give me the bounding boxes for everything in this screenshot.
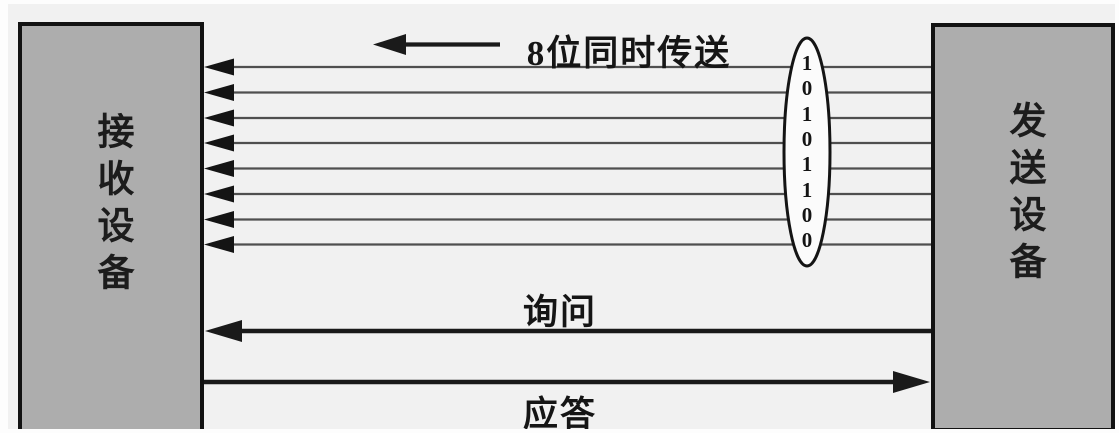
left-arrowhead-icon — [204, 109, 234, 127]
left-arrowhead-icon — [204, 84, 234, 101]
bit-digit: 1 — [801, 102, 813, 126]
right-arrowhead-icon — [893, 371, 930, 393]
bit-digit: 1 — [801, 178, 813, 202]
bits-oval — [782, 36, 832, 268]
bit-digit: 0 — [801, 203, 813, 227]
sender-box: 发送设备 — [931, 23, 1115, 429]
data-wire-arrowheads — [204, 58, 234, 253]
diagram-graphics — [204, 34, 931, 393]
receiver-box-label: 接收设备 — [91, 112, 132, 300]
left-arrowhead-icon — [204, 236, 234, 253]
bit-digit: 0 — [801, 228, 813, 252]
left-arrowhead-icon — [204, 134, 234, 152]
bit-digit: 0 — [801, 127, 813, 151]
receiver-box: 接收设备 — [18, 22, 204, 429]
parallel-transfer-arrow — [373, 34, 500, 55]
data-wires — [230, 65, 931, 246]
left-arrowhead-icon — [204, 185, 234, 203]
bit-digit: 0 — [801, 76, 813, 100]
sender-box-label: 发送设备 — [1003, 101, 1044, 289]
left-arrowhead-icon — [204, 211, 234, 228]
response-arrow — [204, 371, 930, 393]
bit-digit: 1 — [801, 152, 813, 176]
bit-digit: 1 — [801, 51, 813, 75]
left-arrowhead-icon — [204, 160, 234, 177]
response-label: 应答 — [522, 395, 597, 433]
inquiry-label: 询问 — [522, 293, 597, 332]
parallel-transfer-label: 8位同时传送 — [526, 34, 732, 73]
left-arrowhead-icon — [373, 34, 406, 55]
left-arrowhead-icon — [204, 58, 234, 76]
left-arrowhead-icon — [205, 320, 242, 342]
inquiry-arrow — [205, 320, 931, 342]
